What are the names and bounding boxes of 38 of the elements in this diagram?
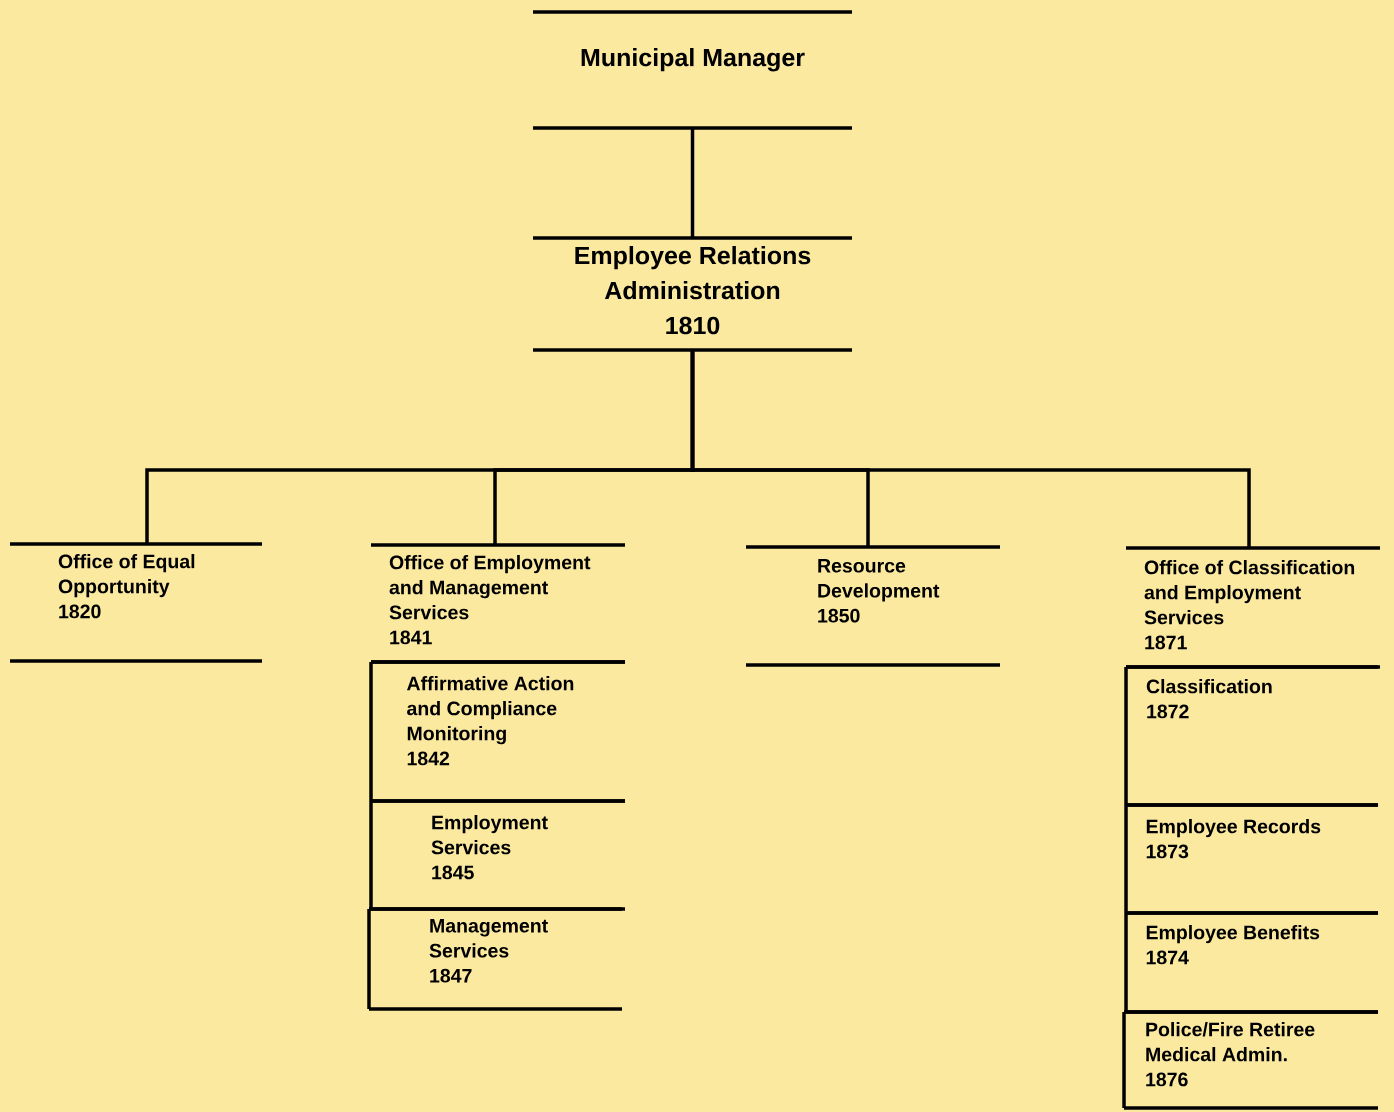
label-text: 1874 [1146, 950, 1189, 965]
org-box [1126, 546, 1380, 669]
label-text: Employment Services [431, 815, 548, 855]
label-text: 1810 [666, 316, 720, 335]
label-text: Employee Benefits [1146, 925, 1320, 944]
label-text: Office of Classification and Employment Services [1144, 560, 1355, 625]
label-text: Management Services [429, 919, 548, 958]
unit-box [1124, 803, 1378, 915]
label-text: 1845 [432, 865, 474, 880]
org-box [746, 545, 1000, 667]
org-box [10, 542, 262, 663]
label-text: Office of Equal Opportunity [58, 554, 195, 598]
label-text: Resource Development [818, 559, 940, 602]
org-box [533, 10, 852, 130]
label-text: 1873 [1146, 844, 1189, 859]
label-text: 1871 [1145, 635, 1187, 650]
label-text: Classification [1146, 679, 1272, 694]
label-text: Office of Employment and Management Services [389, 555, 591, 620]
label-text: 1841 [390, 630, 432, 645]
label-text: 1850 [818, 608, 860, 623]
connector-line [690, 128, 695, 238]
label-text: Municipal Manager [581, 48, 805, 72]
org-box [533, 236, 852, 352]
label-text: 1842 [407, 751, 450, 766]
connector-line [690, 350, 1251, 548]
label-text: Police/Fire Retiree Medical Admin. [1146, 1022, 1315, 1062]
label-text: 1876 [1146, 1072, 1188, 1087]
unit-box [1124, 665, 1378, 807]
label-text: 1820 [59, 604, 101, 619]
label-text: 1847 [430, 968, 472, 983]
label-text: 1872 [1147, 704, 1189, 719]
unit-box [1122, 1010, 1378, 1110]
label-text: Employee Relations Administration [575, 246, 811, 300]
unit-box [367, 907, 622, 1011]
label-text: Affirmative Action and Compliance Monitoring [407, 676, 574, 745]
unit-box [369, 799, 625, 911]
org-box [371, 543, 625, 664]
label-text: Employee Records [1146, 819, 1321, 838]
